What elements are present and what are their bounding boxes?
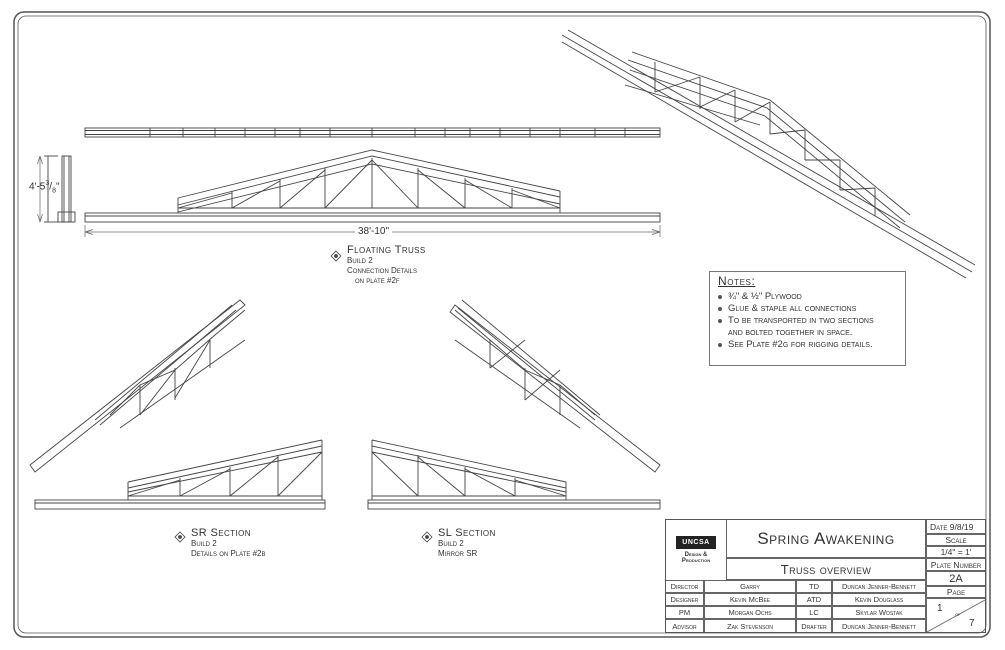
sr-section-line-2: Details on Plate #2b xyxy=(191,549,266,558)
note-item: See Plate #2g for rigging details. xyxy=(718,339,873,350)
note-item: To be transported in two sections xyxy=(718,315,874,326)
view-marker-icons xyxy=(174,250,433,543)
height-fraction-den: 8 xyxy=(52,187,56,195)
note-item-continuation: and bolted together in space. xyxy=(728,327,853,338)
sl-section-isometric xyxy=(449,299,661,473)
dimension-lines xyxy=(37,155,661,237)
truss-plan-view xyxy=(84,127,661,138)
floating-truss-isometric xyxy=(561,29,976,279)
sr-section-isometric xyxy=(29,299,246,473)
notes-box: Notes: ¾" & ½" Plywood Glue & staple all… xyxy=(709,271,906,366)
credit-name-lc: Skylar Wostak xyxy=(832,606,926,619)
floating-truss-line-2: Connection Details xyxy=(347,266,418,275)
page-total: 7 xyxy=(969,618,975,629)
floating-truss-label: Floating Truss Build 2 Connection Detail… xyxy=(347,244,426,286)
credit-role-designer: Designer xyxy=(666,593,704,606)
sl-section-line-2: Mirror SR xyxy=(438,549,478,558)
page-cell: 1 of 7 xyxy=(926,598,986,633)
sl-section-elevation xyxy=(367,439,661,510)
credit-role-atd: ATD xyxy=(796,593,832,606)
date-value: 9/8/19 xyxy=(949,521,974,532)
note-item: ¾" & ½" Plywood xyxy=(718,291,874,303)
logo-sub-1: Design & xyxy=(684,552,708,558)
title-block: UNCSA Design & Production Spring Awakeni… xyxy=(665,519,986,633)
credit-name-pm: Morgan Ochs xyxy=(704,606,796,619)
date-label: Date xyxy=(930,521,948,532)
credit-name-drafter: Duncan Jenner-Bennett xyxy=(832,619,926,632)
date-cell: Date 9/8/19 xyxy=(926,520,985,534)
page-of: of xyxy=(955,612,961,618)
notes-list: ¾" & ½" Plywood Glue & staple all connec… xyxy=(710,291,874,351)
logo-cell: UNCSA Design & Production xyxy=(666,520,726,580)
page-label: Page xyxy=(926,586,985,598)
sr-section-elevation xyxy=(34,439,326,510)
notes-heading: Notes: xyxy=(718,274,756,288)
floating-truss-title: Floating Truss xyxy=(347,244,426,256)
credit-name-director: Garry xyxy=(704,580,796,593)
sheet-border xyxy=(13,11,991,638)
scale-value: 1/4" = 1' xyxy=(926,546,985,558)
credit-role-pm: PM xyxy=(666,606,704,619)
note-item: Glue & staple all connections xyxy=(718,303,874,315)
credit-role-drafter: Drafter xyxy=(796,619,832,632)
sl-section-line-1: Build 2 xyxy=(438,539,464,548)
floating-truss-line-3: on plate #2f xyxy=(355,276,400,285)
credit-name-atd: Kevin Douglass xyxy=(832,593,926,606)
sl-section-title: SL Section xyxy=(438,527,496,539)
show-title: Spring Awakening xyxy=(726,520,926,558)
uncsa-logo: UNCSA xyxy=(676,536,716,549)
sl-section-label: SL Section Build 2 Mirror SR xyxy=(438,527,496,559)
credit-role-director: Director xyxy=(666,580,704,593)
floating-truss-line-1: Build 2 xyxy=(347,256,373,265)
truss-end-view xyxy=(44,155,76,223)
credit-role-lc: LC xyxy=(796,606,832,619)
height-dimension-value: 4'-5 xyxy=(29,181,46,193)
overall-length-dimension: 38'-10" xyxy=(355,226,393,237)
height-dimension: 4'-53/8" xyxy=(29,180,60,195)
height-fraction-num: 3 xyxy=(45,180,50,187)
credit-role-td: TD xyxy=(796,580,832,593)
sr-section-label: SR Section Build 2 Details on Plate #2b xyxy=(191,527,265,559)
scale-label: Scale xyxy=(926,534,985,546)
floating-truss-elevation xyxy=(84,149,661,223)
credit-name-td: Duncan Jenner-Bennett xyxy=(832,580,926,593)
page-divider xyxy=(927,599,986,633)
logo-sub-2: Production xyxy=(681,558,711,564)
plate-number-label: Plate Number xyxy=(926,558,985,571)
credit-name-advisor: Zak Stevenson xyxy=(704,619,796,632)
plate-number-value: 2A xyxy=(926,571,985,586)
credit-role-advisor: Advisor xyxy=(666,619,704,632)
credit-name-designer: Kevin McBee xyxy=(704,593,796,606)
drawing-title: Truss overview xyxy=(726,558,926,580)
sr-section-title: SR Section xyxy=(191,527,251,539)
page-number: 1 xyxy=(937,603,943,614)
sr-section-line-1: Build 2 xyxy=(191,539,217,548)
